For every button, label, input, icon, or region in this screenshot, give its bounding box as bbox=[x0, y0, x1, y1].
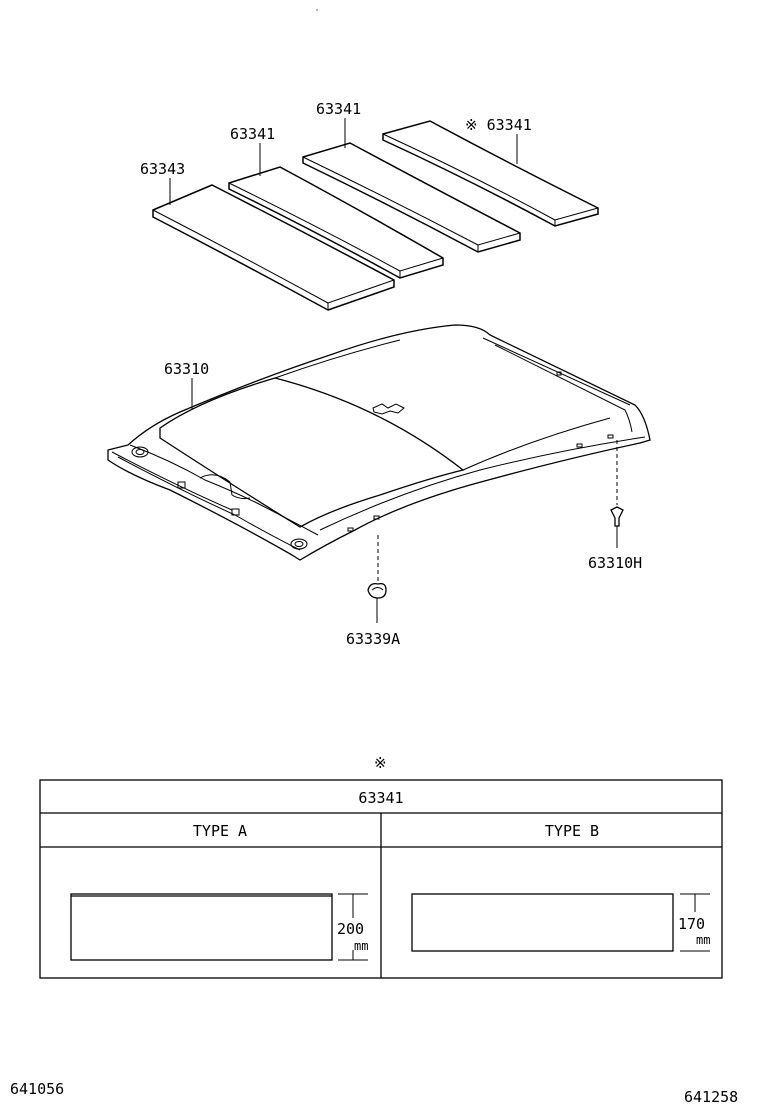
callout-63341-a: 63341 bbox=[230, 125, 275, 143]
pad-63343 bbox=[152, 184, 395, 311]
pad-63341-c bbox=[382, 120, 599, 227]
clip-63310H bbox=[610, 440, 624, 548]
callout-63310: 63310 bbox=[164, 360, 209, 378]
table-title: 63341 bbox=[358, 789, 403, 807]
pad-63341-b bbox=[302, 142, 521, 253]
callout-63341-b: 63341 bbox=[316, 100, 361, 118]
type-table bbox=[39, 779, 723, 979]
footer-left-code: 641056 bbox=[10, 1080, 64, 1098]
callout-63310H: 63310H bbox=[588, 554, 642, 572]
clip-63339A bbox=[367, 535, 387, 623]
type-a-dimension: 200 bbox=[337, 920, 364, 938]
note-mark: ※ bbox=[374, 754, 387, 772]
type-a-pad bbox=[70, 893, 368, 961]
pad-63341-a bbox=[228, 166, 444, 279]
callout-63339A: 63339A bbox=[346, 630, 400, 648]
headlining-63310 bbox=[107, 324, 651, 561]
callout-63343: 63343 bbox=[140, 160, 185, 178]
stray-dot bbox=[316, 9, 318, 11]
type-a-unit: mm bbox=[354, 939, 368, 953]
type-a-label: TYPE A bbox=[193, 822, 247, 840]
type-b-unit: mm bbox=[696, 933, 710, 947]
type-b-pad bbox=[411, 893, 710, 952]
callout-63341-c: ※ 63341 bbox=[465, 116, 532, 134]
type-b-dimension: 170 bbox=[678, 915, 705, 933]
type-b-label: TYPE B bbox=[545, 822, 599, 840]
footer-right-code: 641258 bbox=[684, 1088, 738, 1106]
